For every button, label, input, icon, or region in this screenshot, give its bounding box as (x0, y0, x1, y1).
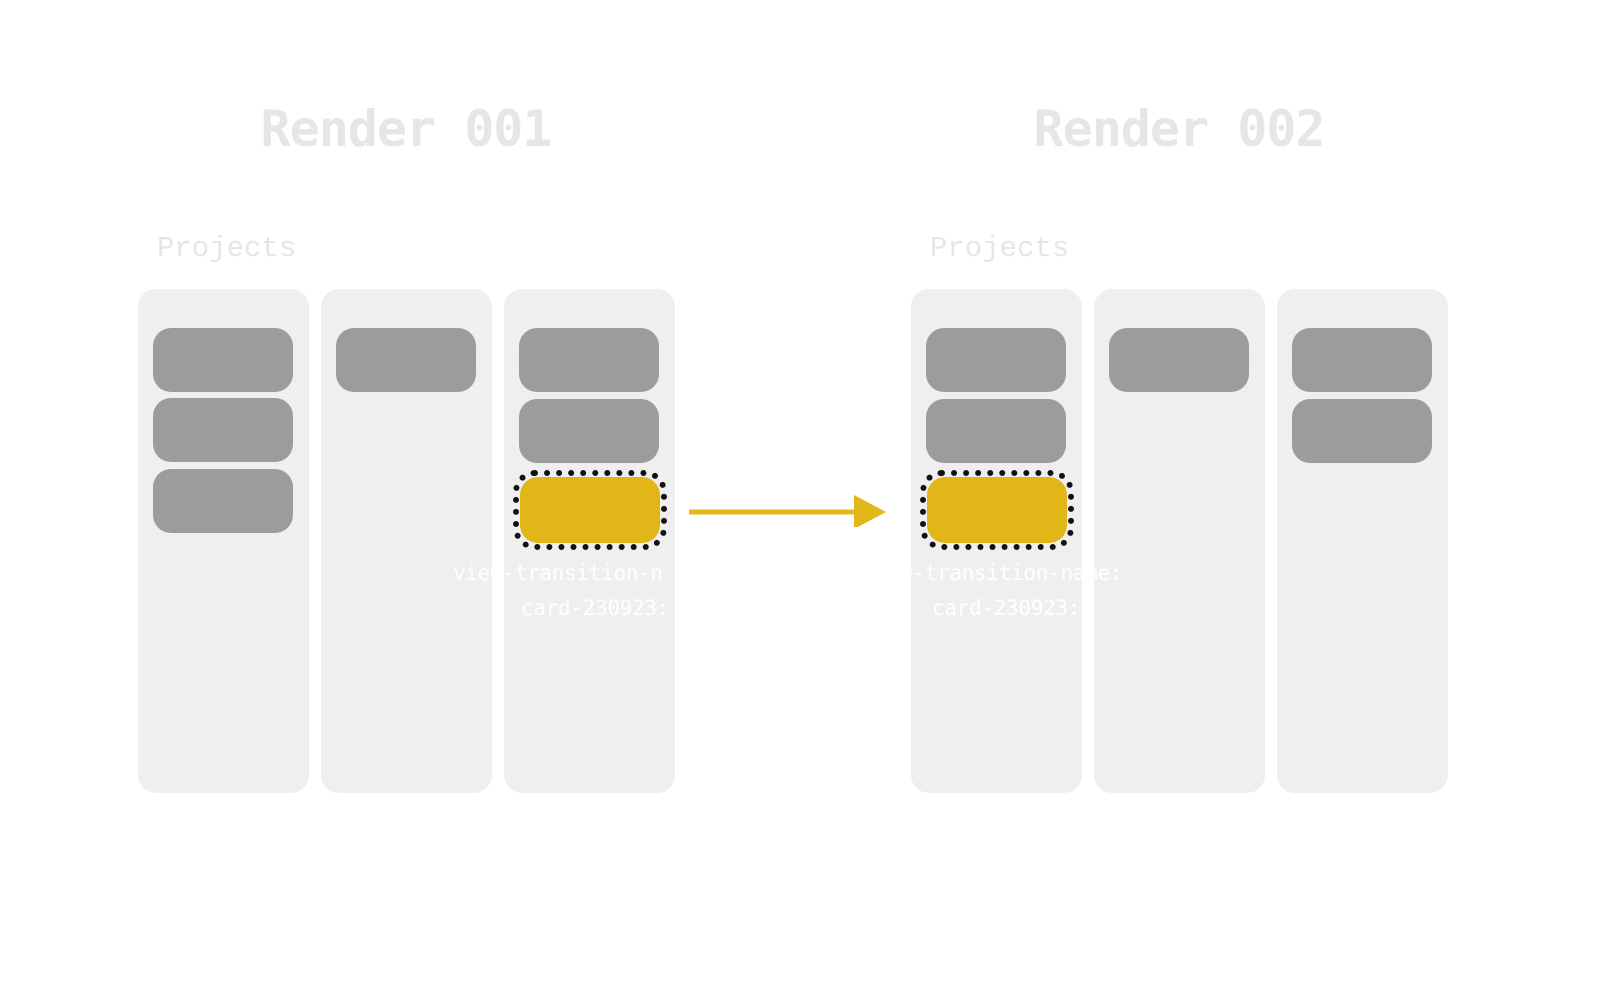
render-001-title: Render 001 (260, 100, 552, 158)
card (1292, 399, 1432, 463)
card (519, 328, 659, 392)
projects-label-render-002: Projects (930, 232, 1070, 265)
column-render-002-3 (1277, 289, 1448, 793)
view-transition-label-line1-render-002: w-transition-name: (900, 561, 1123, 585)
projects-label-render-001: Projects (157, 232, 297, 265)
card (153, 328, 293, 392)
card (519, 399, 659, 463)
column-render-001-1 (138, 289, 309, 793)
column-render-002-2 (1094, 289, 1265, 793)
arrow-right-icon (689, 495, 886, 527)
highlighted-card-render-001 (513, 470, 667, 550)
column-render-001-2 (321, 289, 492, 793)
view-transition-label-line1-render-001: view-transition-n (453, 561, 663, 585)
card (153, 398, 293, 462)
card (926, 328, 1066, 392)
card (336, 328, 476, 392)
column-render-001-3 (504, 289, 675, 793)
card (926, 399, 1066, 463)
card (153, 469, 293, 533)
render-002-title: Render 002 (1033, 100, 1325, 158)
highlighted-card-render-002 (920, 470, 1074, 550)
card (1292, 328, 1432, 392)
card (1109, 328, 1249, 392)
view-transition-label-line2-render-002: card-230923: (932, 596, 1081, 620)
view-transition-label-line2-render-001: card-230923: (521, 596, 670, 620)
column-render-002-1 (911, 289, 1082, 793)
